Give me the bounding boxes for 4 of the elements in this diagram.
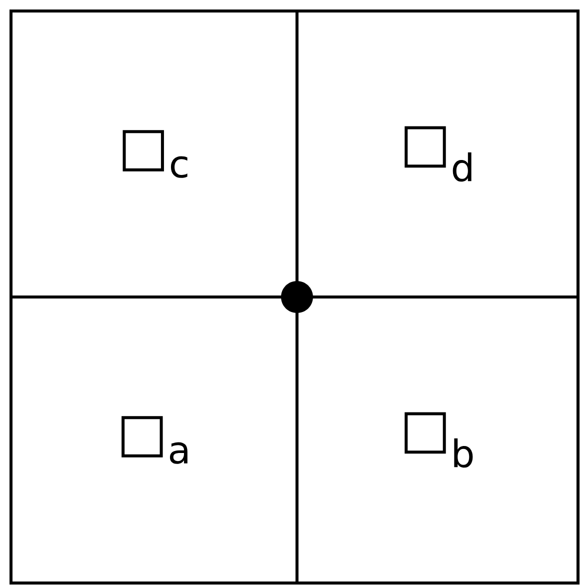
quadrant-cell: □$_{b}$ bbox=[296, 296, 580, 584]
quadrant-cell: □$_{c}$ bbox=[10, 9, 298, 298]
quadrant-cell: □$_{a}$ bbox=[10, 296, 298, 584]
quadrant-cell: □$_{d}$ bbox=[296, 9, 580, 298]
